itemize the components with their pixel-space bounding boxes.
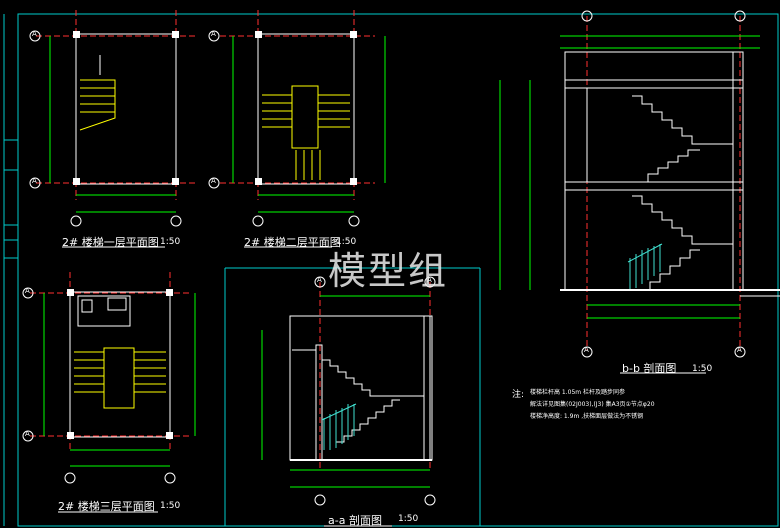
- note-line-2: 解法详见图集(02J003),(J3) 集A3页①节点φ20: [530, 401, 655, 408]
- plan1-scale: 1:50: [160, 237, 181, 247]
- section-bb: [499, 16, 780, 374]
- plan2-title: 2# 楼梯二层平面图: [244, 236, 341, 249]
- axis-label-a: A: [211, 30, 216, 38]
- axis-label-a: A: [25, 430, 30, 438]
- sheet-border: [17, 13, 779, 527]
- axis-label-a: A: [737, 346, 742, 354]
- section-aa-title: a-a 剖面图: [328, 514, 382, 527]
- section-bb-title: b-b 剖面图: [622, 362, 677, 375]
- plan1-title: 2# 楼梯一层平面图: [62, 236, 159, 249]
- axis-label-a: A: [427, 276, 432, 284]
- axis-label-a: A: [211, 177, 216, 185]
- notes-heading: 注:: [512, 390, 525, 400]
- section-aa-scale: 1:50: [398, 514, 419, 524]
- plan-1-floor: [36, 10, 195, 248]
- note-line-1: 楼梯栏杆高 1.05m 栏杆及踏步同参: [530, 389, 626, 396]
- axis-label-a: A: [25, 287, 30, 295]
- axis-marker-a-plan1-top: [29, 30, 41, 42]
- axis-label-a: A: [317, 276, 322, 284]
- axis-label-a: A: [32, 30, 37, 38]
- plan3-title: 2# 楼梯三层平面图: [58, 500, 155, 513]
- note-line-3: 楼梯净高度: 1.9m ,扶梯面层做法为不锈钢: [530, 413, 644, 420]
- plan3-scale: 1:50: [160, 501, 181, 511]
- axis-label-a: A: [32, 177, 37, 185]
- section-aa: [261, 282, 433, 527]
- watermark-text: 模型组: [328, 249, 449, 293]
- plan-2-floor: [220, 10, 386, 248]
- section-bb-scale: 1:50: [692, 364, 713, 374]
- plan-3-floor: [30, 272, 196, 513]
- axis-label-a: A: [584, 346, 589, 354]
- plan2-scale: 1:50: [336, 237, 357, 247]
